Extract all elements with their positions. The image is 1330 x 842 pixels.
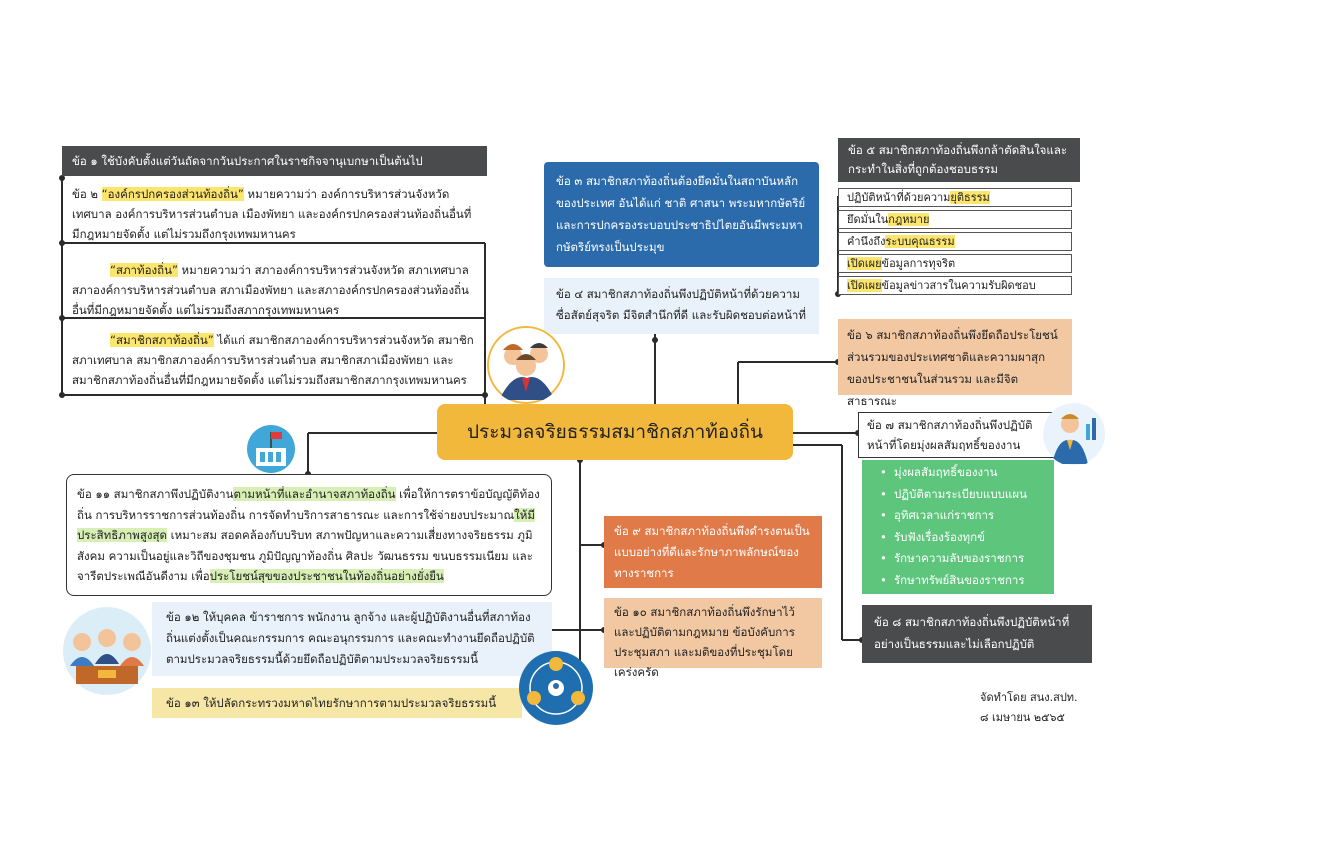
clause-10-text: ข้อ ๑๐ สมาชิกสภาท้องถิ่นพึงรักษาไว้และปฏ… bbox=[614, 605, 795, 679]
clause-2-lead: ข้อ ๒ bbox=[72, 187, 102, 201]
definition-member-box: “สมาชิกสภาท้องถิ่น” ได้แก่ สมาชิกสภาองค์… bbox=[62, 326, 484, 392]
clause-7-list: มุ่งผลสัมฤทธิ์ของงาน ปฏิบัติตามระเบียบแบ… bbox=[862, 460, 1054, 594]
definition-council-term: “สภาท้องถิ่น” bbox=[110, 263, 178, 277]
meeting-committee-icon bbox=[62, 606, 152, 696]
clause-6-text: ข้อ ๖ สมาชิกสภาท้องถิ่นพึงยึดถือประโยชน์… bbox=[847, 328, 1058, 408]
clause-13-text: ข้อ ๑๓ ให้ปลัดกระทรวงมหาดไทยรักษาการตามป… bbox=[166, 696, 497, 710]
clause-12-box: ข้อ ๑๒ ให้บุคคล ข้าราชการ พนักงาน ลูกจ้า… bbox=[152, 602, 552, 676]
clause-5-item: เปิดเผยข้อมูลการทุจริต bbox=[838, 254, 1072, 273]
center-title-box: ประมวลจริยธรรมสมาชิกสภาท้องถิ่น bbox=[437, 404, 793, 460]
clause-3-text: ข้อ ๓ สมาชิกสภาท้องถิ่นต้องยึดมั่นในสถาบ… bbox=[556, 174, 806, 254]
clause-11-text-1: ข้อ ๑๑ สมาชิกสภาพึงปฏิบัติงาน bbox=[77, 487, 234, 501]
clause-1-text: ข้อ ๑ ใช้บังคับตั้งแต่วันถัดจากวันประกาศ… bbox=[72, 154, 423, 168]
officials-group-icon bbox=[487, 326, 565, 404]
businessman-chart-icon bbox=[1042, 402, 1106, 466]
clause-11-text-3: เหมาะสม สอดคล้องกับบริบท สภาพปัญหาและควา… bbox=[77, 528, 533, 583]
clause-11-highlight-1: ตามหน้าที่และอำนาจสภาท้องถิ่น bbox=[233, 487, 396, 501]
clause-3-box: ข้อ ๓ สมาชิกสภาท้องถิ่นต้องยึดมั่นในสถาบ… bbox=[544, 162, 819, 267]
definition-council-text: หมายความว่า สภาองค์การบริหารส่วนจังหวัด … bbox=[72, 263, 469, 317]
clause-12-text: ข้อ ๑๒ ให้บุคคล ข้าราชการ พนักงาน ลูกจ้า… bbox=[166, 610, 535, 666]
clause-11-highlight-3: ประโยชน์สุขของประชาชนในท้องถิ่นอย่างยั่ง… bbox=[209, 569, 444, 583]
clause-7-item: รับฟังเรื่องร้องทุกข์ bbox=[880, 527, 1050, 549]
clause-2-text: หมายความว่า องค์การบริหารส่วนจังหวัด เทศ… bbox=[72, 187, 472, 241]
center-title: ประมวลจริยธรรมสมาชิกสภาท้องถิ่น bbox=[467, 421, 763, 443]
clause-7-item: ปฏิบัติตามระเบียบแบบแผน bbox=[880, 484, 1050, 506]
clause-5-item: เปิดเผยข้อมูลข่าวสารในความรับผิดชอบ bbox=[838, 276, 1072, 295]
credit-line: จัดทำโดย สนง.สปท. bbox=[980, 691, 1078, 704]
clause-11-box: ข้อ ๑๑ สมาชิกสภาพึงปฏิบัติงานตามหน้าที่แ… bbox=[66, 474, 552, 596]
clause-4-box: ข้อ ๔ สมาชิกสภาท้องถิ่นพึงปฏิบัติหน้าที่… bbox=[544, 278, 819, 334]
clause-5-item: คำนึงถึงระบบคุณธรรม bbox=[838, 232, 1072, 251]
clause-10-box: ข้อ ๑๐ สมาชิกสภาท้องถิ่นพึงรักษาไว้และปฏ… bbox=[604, 598, 822, 679]
clause-7-title: ข้อ ๗ สมาชิกสภาท้องถิ่นพึงปฏิบัติหน้าที่… bbox=[867, 418, 1033, 452]
clause-6-box: ข้อ ๖ สมาชิกสภาท้องถิ่นพึงยึดถือประโยชน์… bbox=[838, 319, 1072, 408]
clause-9-box: ข้อ ๙ สมาชิกสภาท้องถิ่นพึงดำรงตนเป็นแบบอ… bbox=[604, 516, 822, 588]
clause-7-item: รักษาทรัพย์สินของราชการ bbox=[880, 570, 1050, 592]
clause-7-item: มุ่งผลสัมฤทธิ์ของงาน bbox=[880, 462, 1050, 484]
clause-5-item: ยึดมั่นในกฎหมาย bbox=[838, 210, 1072, 229]
network-people-icon bbox=[518, 650, 594, 726]
clause-5-title-box: ข้อ ๕ สมาชิกสภาท้องถิ่นพึงกล้าตัดสินใจแล… bbox=[838, 138, 1080, 182]
clause-7-item: อุทิศเวลาแก่ราชการ bbox=[880, 505, 1050, 527]
clause-2-box: ข้อ ๒ “องค์กรปกครองส่วนท้องถิ่น” หมายควา… bbox=[62, 180, 484, 242]
clause-5-item: ปฏิบัติหน้าที่ด้วยความยุติธรรม bbox=[838, 188, 1072, 207]
flag-building-icon bbox=[246, 424, 296, 474]
clause-8-text: ข้อ ๘ สมาชิกสภาท้องถิ่นพึงปฏิบัติหน้าที่… bbox=[874, 615, 1070, 651]
clause-2-term: “องค์กรปกครองส่วนท้องถิ่น” bbox=[101, 187, 244, 201]
clause-9-text: ข้อ ๙ สมาชิกสภาท้องถิ่นพึงดำรงตนเป็นแบบอ… bbox=[614, 524, 810, 580]
clause-8-box: ข้อ ๘ สมาชิกสภาท้องถิ่นพึงปฏิบัติหน้าที่… bbox=[862, 605, 1092, 663]
clause-5-title: ข้อ ๕ สมาชิกสภาท้องถิ่นพึงกล้าตัดสินใจแล… bbox=[848, 143, 1068, 176]
date-line: ๘ เมษายน ๒๕๖๕ bbox=[980, 711, 1065, 724]
clause-4-text: ข้อ ๔ สมาชิกสภาท้องถิ่นพึงปฏิบัติหน้าที่… bbox=[556, 287, 806, 322]
clause-11-text-2: เพื่อให้การตราข้อบัญญัติท้องถิ่น การบริห… bbox=[77, 487, 540, 522]
clause-1-box: ข้อ ๑ ใช้บังคับตั้งแต่วันถัดจากวันประกาศ… bbox=[62, 146, 487, 176]
definition-member-text: ได้แก่ สมาชิกสภาองค์การบริหารส่วนจังหวัด… bbox=[72, 333, 474, 387]
definition-member-term: “สมาชิกสภาท้องถิ่น” bbox=[110, 333, 214, 347]
definition-council-box: “สภาท้องถิ่น” หมายความว่า สภาองค์การบริห… bbox=[62, 256, 484, 318]
clause-7-title-box: ข้อ ๗ สมาชิกสภาท้องถิ่นพึงปฏิบัติหน้าที่… bbox=[858, 412, 1054, 458]
clause-7-item: รักษาความลับของราชการ bbox=[880, 548, 1050, 570]
clause-13-box: ข้อ ๑๓ ให้ปลัดกระทรวงมหาดไทยรักษาการตามป… bbox=[152, 688, 522, 718]
